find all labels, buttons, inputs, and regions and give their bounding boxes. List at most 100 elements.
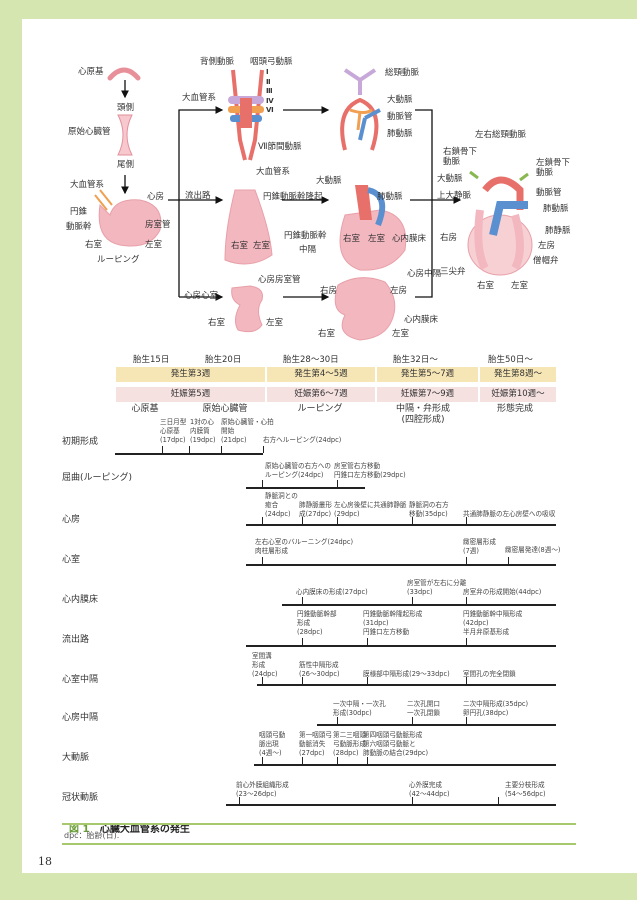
label-ubou2: 右房 xyxy=(440,233,458,243)
timeline-event: 左心房後壁に共通肺静脈 (29dpc) xyxy=(334,501,407,518)
label-shingenki: 心原基 xyxy=(78,67,104,77)
timeline-event: 咽頭弓動 脈出現 (4週～) xyxy=(259,731,286,757)
label-roman: Ⅰ Ⅱ Ⅲ Ⅳ Ⅵ xyxy=(266,68,274,114)
gestation-week-band: 妊娠第6～7週 xyxy=(267,387,375,402)
label-ryushutsuro: 流出路 xyxy=(185,191,211,201)
timeline-tick xyxy=(262,557,263,564)
timeline-event: 緻密層形成 (7週) xyxy=(463,538,496,555)
timeline-tick xyxy=(466,557,467,564)
label-soukei: 総頸動脈 xyxy=(385,68,420,78)
timeline-tick xyxy=(367,677,368,684)
timeline-tick xyxy=(466,677,467,684)
stage-name: 心原基 xyxy=(131,404,159,414)
timeline-row-label: 流出路 xyxy=(62,635,90,645)
timeline-tick xyxy=(262,757,263,764)
timeline-event: 心内膜床の形成(27dpc) xyxy=(296,588,368,596)
timeline-tick xyxy=(337,517,338,524)
gestation-week-band: 妊娠第7～9週 xyxy=(377,387,478,402)
label-ushitsu6: 右室 xyxy=(477,281,495,291)
label-ushitsu5: 右室 xyxy=(318,329,336,339)
stage-day: 胎生50日～ xyxy=(488,355,533,365)
label-doumyakukan3: 動脈管 xyxy=(536,188,562,198)
development-week-band: 発生第5～7週 xyxy=(377,367,478,382)
timeline-tick xyxy=(262,677,263,684)
timeline-event: 1対の心 内膜筒 (19dpc) xyxy=(190,418,216,444)
timeline-event: 静脈洞との 癒合 (24dpc) xyxy=(265,492,298,518)
label-boushitsukan1: 房室管 xyxy=(145,220,171,230)
timeline-event: 一次中隔・一次孔 形成(30dpc) xyxy=(333,700,386,717)
timeline-tick xyxy=(337,717,338,724)
timeline-event: 心外膜完成 (42～44dpc) xyxy=(409,781,450,798)
label-bisoku: 尾側 xyxy=(117,160,135,170)
timeline-event: 緻密層発達(8週～) xyxy=(505,546,561,554)
figure-caption: 図 1 心臓大血管系の発生 xyxy=(62,809,190,835)
label-sashitsu1: 左室 xyxy=(145,240,163,250)
label-naimaku2: 心内膜床 xyxy=(404,315,439,325)
timeline-event: 前心外膜組織形成 (23～26dpc) xyxy=(236,781,289,798)
timeline-tick xyxy=(412,797,413,804)
timeline-event: 三日月型 心原基 (17dpc) xyxy=(160,418,187,444)
timeline-tick xyxy=(367,757,368,764)
timeline-tick xyxy=(412,517,413,524)
label-ushitsu3: 右室 xyxy=(343,234,361,244)
label-joudai: 上大静脈 xyxy=(437,191,472,201)
label-sabou1: 左房 xyxy=(390,286,408,296)
timeline-event: 第二三咽頭 弓動脈形成 (28dpc) xyxy=(333,731,366,757)
timeline-event: 房室管が左右に分離 (33dpc) xyxy=(407,579,467,596)
label-sashitsu4: 左室 xyxy=(266,318,284,328)
label-souboben: 僧帽弁 xyxy=(533,256,559,266)
page-number: 18 xyxy=(38,855,52,868)
mature-heart-shape xyxy=(467,170,533,276)
timeline-event: 円錐動脈幹中隔形成 (42dpc) 半月弁原基形成 xyxy=(463,610,523,636)
timeline-event: 原始心臓管・心拍 開始 (21dpc) xyxy=(221,418,274,444)
timeline-tick xyxy=(508,557,509,564)
timeline-row-label: 大動脈 xyxy=(62,753,90,763)
cardiac-crescent-shape xyxy=(107,67,141,81)
label-daikekkan3: 大血管系 xyxy=(256,167,291,177)
timeline-row-label: 初期形成 xyxy=(62,437,99,447)
timeline-tick xyxy=(466,638,467,645)
label-daikekkan1: 大血管系 xyxy=(70,180,105,190)
label-sashitsu3: 左室 xyxy=(368,234,386,244)
timeline-event: 主要分枝形成 (54～56dpc) xyxy=(505,781,546,798)
label-haisoku: 背側動脈 xyxy=(200,57,235,67)
caption-note: dpc：胎齢(日). xyxy=(64,831,120,840)
development-week-band: 発生第8週～ xyxy=(480,367,556,382)
label-daikekkan2: 大血管系 xyxy=(182,93,217,103)
timeline-event: 筋性中隔形成 (26～30dpc) xyxy=(299,661,340,678)
label-sayuusoukei: 左右総頸動脈 xyxy=(475,130,527,140)
timeline-line xyxy=(246,564,556,566)
stage-day: 胎生32日～ xyxy=(393,355,438,365)
label-genshi: 原始心臓管 xyxy=(68,127,111,137)
label-usakotsu: 右鎖骨下 動脈 xyxy=(443,147,478,167)
timeline-row-label: 冠状動脈 xyxy=(62,793,99,803)
figure-number: 図 1 xyxy=(68,824,90,835)
stage-day: 胎生20日 xyxy=(205,355,242,365)
stage-name: 原始心臓管 xyxy=(202,404,248,414)
label-shinbou1: 心房 xyxy=(147,192,165,202)
timeline-tick xyxy=(302,597,303,604)
timeline-row-label: 心室中隔 xyxy=(62,675,99,685)
timeline-tick xyxy=(466,597,467,604)
timeline-line xyxy=(246,524,556,526)
timeline-event: 円錐動脈幹部 形成 (28dpc) xyxy=(297,610,337,636)
timeline-event: 円錐動脈幹隆起形成 (31dpc) 円錐口左方移動 xyxy=(363,610,423,636)
timeline-line xyxy=(257,684,556,686)
timeline-tick xyxy=(189,446,190,453)
timeline-tick xyxy=(337,757,338,764)
timeline-event: 第一咽頭弓 動脈消失 (27dpc) xyxy=(299,731,332,757)
timeline-line xyxy=(246,645,556,647)
timeline-event: 左右心室のバルーニング(24dpc) 肉柱層形成 xyxy=(255,538,354,555)
label-shinboushinshitsu: 心房心室 xyxy=(184,291,219,301)
stage-day: 胎生28～30日 xyxy=(283,355,339,365)
timeline-line xyxy=(246,487,365,489)
development-week-band: 発生第4～5週 xyxy=(267,367,375,382)
timeline-event: 膜様部中隔形成(29～33dpc) xyxy=(363,670,450,678)
label-ushitsu1: 右室 xyxy=(85,240,103,250)
timeline-tick xyxy=(262,480,263,487)
gestation-week-band: 妊娠第5週 xyxy=(116,387,265,402)
stage-name: 形態完成 xyxy=(496,404,533,414)
label-ushitsu4: 右室 xyxy=(208,318,226,328)
timeline-tick xyxy=(412,717,413,724)
timeline-tick xyxy=(412,597,413,604)
